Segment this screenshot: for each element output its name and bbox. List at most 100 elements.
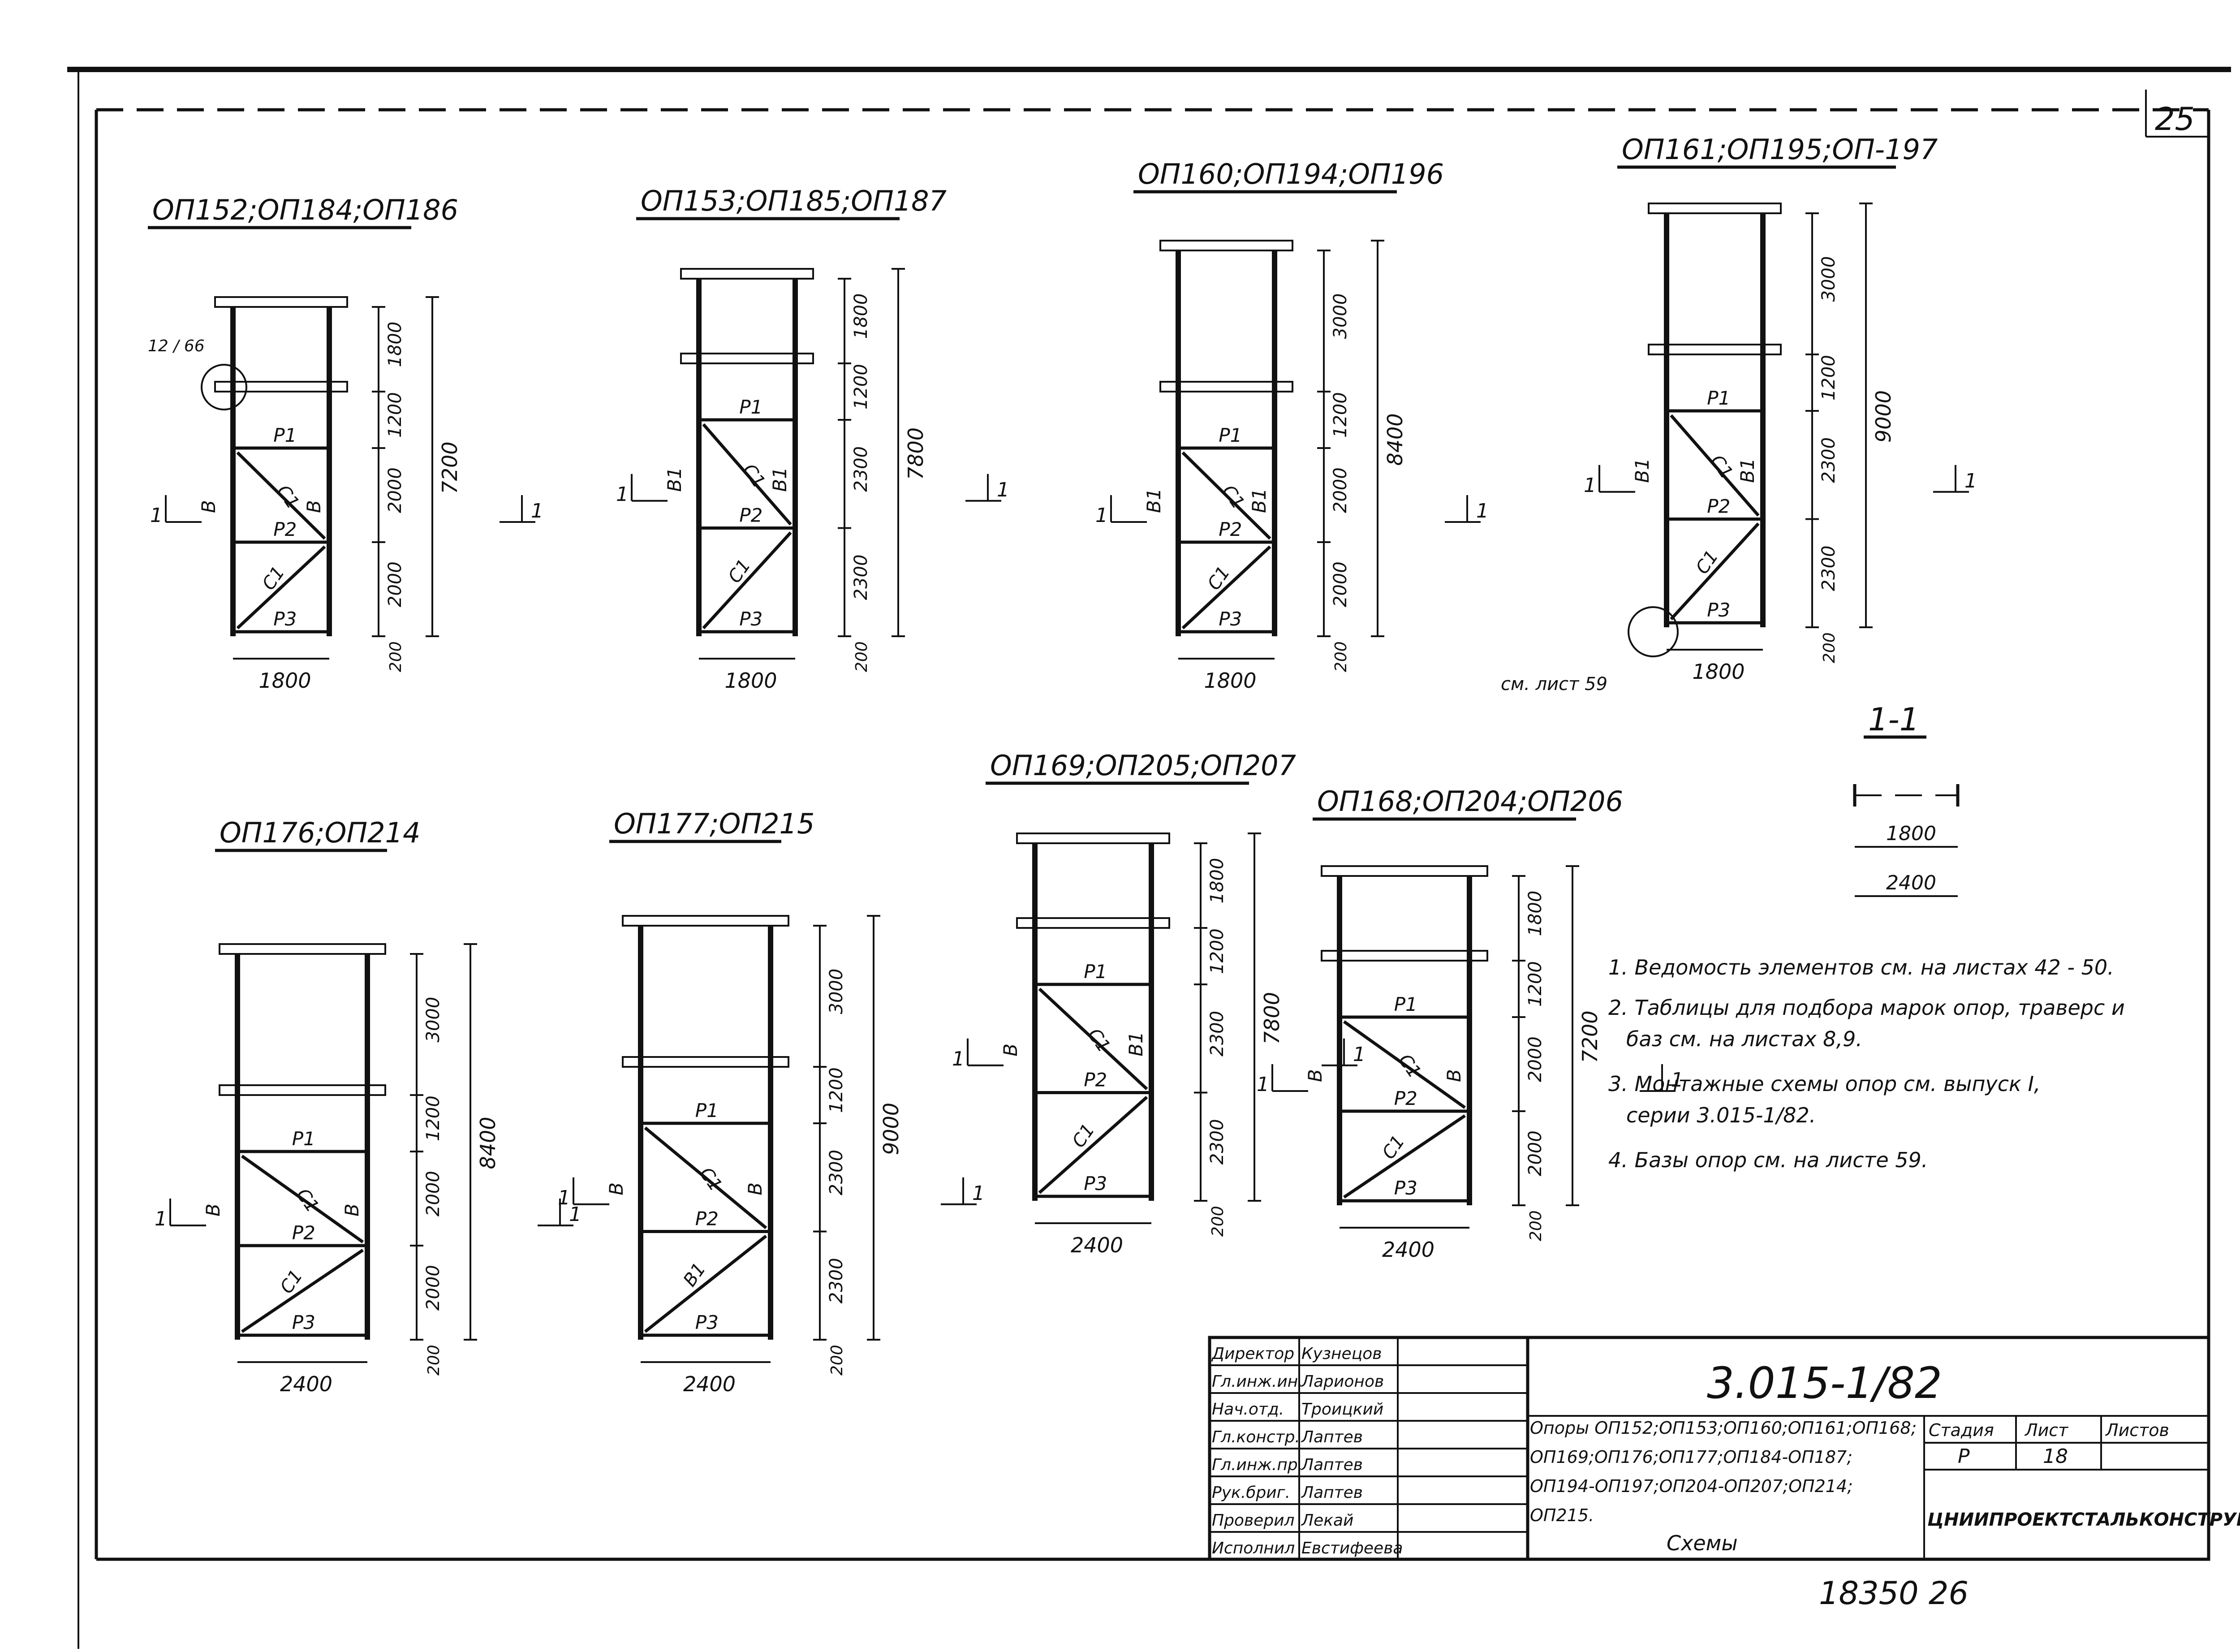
section-mark-right: 1 [531,500,543,522]
column-label: В [341,1203,363,1216]
dimension-value: 1200 [1525,961,1546,1007]
scheme-title: ОП161;ОП195;ОП-197 [1622,133,1938,166]
section-mark-right: 1 [1671,1069,1684,1091]
dimension-value: 2000 [1525,1036,1546,1082]
tb-role: Гл.инж.ин. [1212,1372,1303,1391]
tb-name: Лекай [1301,1511,1353,1530]
traverse-lower [1321,950,1488,962]
column-label: В1 [1143,488,1165,513]
diagonal-label: С1 [739,460,769,492]
dimension-value: 1200 [385,392,405,438]
doc-code: 3.015-1/82 [1707,1358,1942,1408]
dimension-value: 2000 [1525,1130,1546,1176]
dimension-value: 3000 [423,997,444,1043]
tb-role: Проверил [1212,1511,1295,1530]
section-mark-left: 1 [155,1208,167,1230]
diagonal-upper [1343,1020,1466,1109]
dimension-value: 1800 [1207,858,1228,904]
dimension-value: 2300 [1207,1011,1228,1057]
note-4: 4. Базы опор см. на листе 59. [1608,1148,1928,1172]
strut-label: Р1 [739,396,762,418]
section-mark-left: 1 [1257,1073,1269,1096]
strut-label: Р3 [739,608,762,630]
column-label: В [744,1182,766,1195]
dimension-value: 1200 [1207,928,1228,974]
dimension-value: 1200 [826,1067,847,1113]
tb-name: Троицкий [1301,1400,1383,1419]
overall-height: 9000 [1871,390,1895,443]
strut-label: Р3 [1707,599,1730,621]
section-mark-right: 1 [1476,500,1489,522]
dimension-value: 1800 [385,322,405,367]
section-mark-left: 1 [1095,504,1108,527]
width-value: 1800 [725,669,777,693]
dimension-value: 2000 [423,1171,444,1216]
dimension-value: 1200 [1818,355,1839,401]
dimension-value: 2000 [1330,467,1351,513]
tb-name: Лаптев [1301,1456,1363,1474]
diagonal-upper [644,1126,767,1229]
strut-label: Р3 [273,608,297,630]
section-mark-right: 1 [1353,1043,1366,1066]
strut-label: Р1 [1219,424,1242,446]
dimension-value: 1800 [851,293,871,339]
traverse-lower [219,1084,386,1096]
dimension-value: 1200 [423,1096,444,1141]
overall-height: 8400 [476,1117,500,1169]
scheme-title: ОП169;ОП205;ОП207 [990,749,1296,782]
detail-callout [201,364,247,410]
diagonal-upper [1181,451,1271,540]
dimension-value: 2000 [385,467,405,513]
diagonal-label: С1 [258,563,289,594]
tb-role: Гл.инж.пр. [1212,1456,1303,1474]
diagonal-lower [1038,1096,1148,1194]
base-dimension: 200 [1332,641,1350,672]
diagonal-label: С1 [273,481,303,513]
section-1-1: 1-1 1800 2400 [1853,701,1960,897]
traverse-top [622,915,789,927]
strut-label: Р2 [273,518,297,540]
tb-role: Рук.бриг. [1212,1484,1290,1502]
traverse-lower [1648,344,1782,355]
column-label: В1 [769,467,791,492]
base-detail-callout [1628,606,1679,657]
tb-role: Исполнил [1212,1539,1295,1557]
section-mark-left: 1 [558,1186,570,1209]
column-label: В [202,1203,224,1216]
width-value: 1800 [259,669,311,693]
diagonal-lower [1181,545,1271,630]
section-mark-left: 1 [150,504,163,527]
stage-label: Стадия [1929,1420,1994,1440]
tb-name: Кузнецов [1301,1345,1382,1363]
section-mark-left: 1 [1584,474,1596,497]
strut-label: Р1 [1084,961,1107,983]
dimension-value: 1200 [1330,392,1351,438]
scheme-title: ОП168;ОП204;ОП206 [1317,785,1623,818]
diagonal-upper [241,1155,364,1243]
tb-name: Лаптев [1301,1484,1363,1502]
strut-label: Р3 [695,1311,719,1333]
column-label: В [198,500,220,513]
traverse-lower [1159,381,1293,393]
scheme-title: ОП153;ОП185;ОП187 [641,185,947,217]
dimension-value: 2300 [1207,1119,1228,1165]
dimension-value: 2300 [1818,545,1839,591]
column-label: В1 [1248,488,1270,513]
scheme-title: ОП160;ОП194;ОП196 [1138,158,1444,190]
column-label: В [1304,1069,1326,1082]
stage-value: Р [1958,1445,1970,1468]
tb-role: Нач.отд. [1212,1400,1284,1419]
tb-name: Лаптев [1301,1428,1363,1446]
width-value: 2400 [280,1372,332,1396]
traverse-top [680,268,814,280]
column-label: В [303,500,325,513]
dimension-value: 2300 [826,1150,847,1195]
dimension-value: 2300 [1818,437,1839,483]
base-dimension: 200 [425,1345,443,1376]
traverse-top [1016,832,1170,844]
overall-height: 7800 [904,427,928,480]
traverse-top [1159,240,1293,251]
